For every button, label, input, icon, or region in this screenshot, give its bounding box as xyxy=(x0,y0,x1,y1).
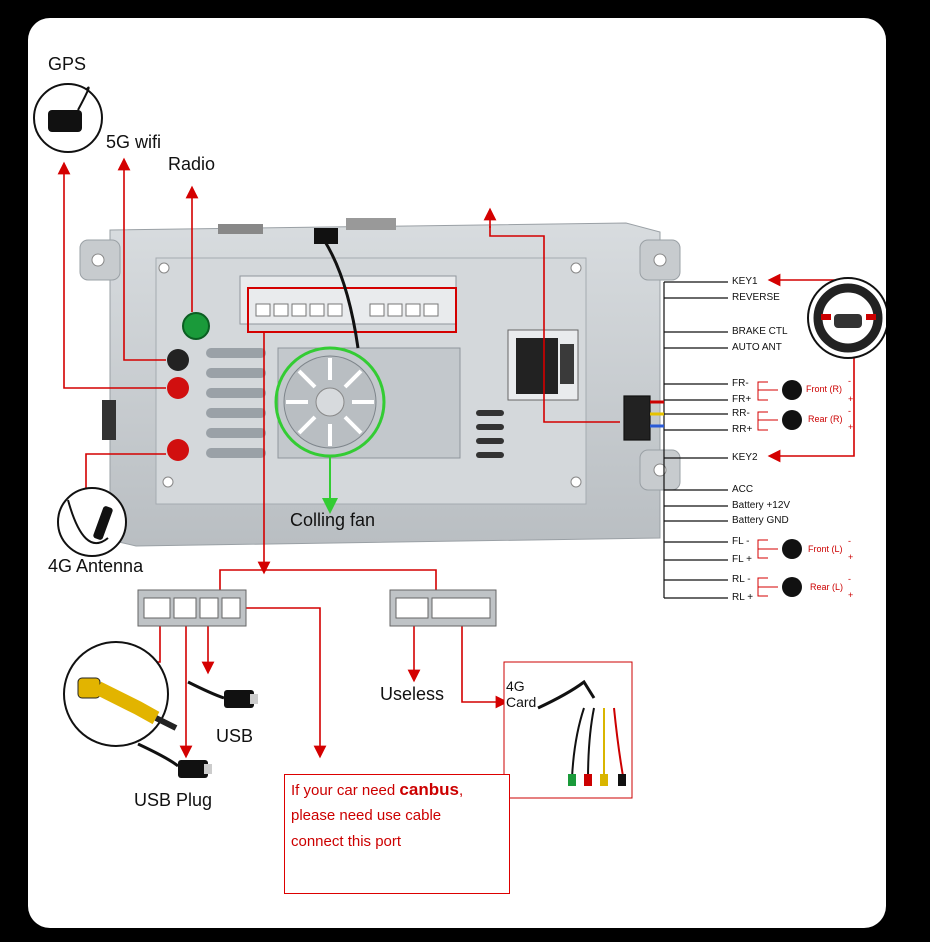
cooling-fan xyxy=(274,228,386,514)
label-card4g: 4G Card xyxy=(506,678,537,710)
wire-rr-minus: RR- xyxy=(732,408,750,419)
wifi-port xyxy=(167,349,189,371)
wire-fr-plus: FR+ xyxy=(732,394,752,405)
gps-port xyxy=(167,377,189,399)
label-usb-plug: USB Plug xyxy=(134,790,213,810)
antenna-ports xyxy=(167,312,210,461)
speaker-front-r: Front (R) xyxy=(806,384,842,394)
speaker-rear-l: Rear (L) xyxy=(810,582,844,592)
wire-brake: BRAKE CTL xyxy=(732,326,788,337)
gps-antenna-image xyxy=(33,83,103,153)
wire-rl-plus: RL + xyxy=(732,592,754,603)
speaker-rear-r: Rear (R) xyxy=(808,414,843,424)
speaker-front-r-minus: - xyxy=(848,376,851,386)
wire-harness xyxy=(623,281,728,599)
bottom-connector-right xyxy=(389,589,497,627)
card4g-box xyxy=(503,661,633,799)
wiring-diagram: ! ! ! xyxy=(33,83,886,871)
steering-wheel-image xyxy=(807,277,886,359)
wire-auto-ant: AUTO ANT xyxy=(732,342,782,353)
note-canbus-word: canbus xyxy=(399,780,459,799)
speaker-front-l: Front (L) xyxy=(808,544,843,554)
wire-fl-minus: FL - xyxy=(732,536,750,547)
rca-cable-image xyxy=(63,641,178,747)
label-useless: Useless xyxy=(380,684,445,704)
antenna4g-image xyxy=(57,487,127,557)
speaker-front-l-plus: + xyxy=(848,552,854,562)
wire-fl-plus: FL + xyxy=(732,554,752,565)
speaker-front-r-plus: + xyxy=(848,394,854,404)
wire-fr-minus: FR- xyxy=(732,378,749,389)
speaker-front-l-minus: - xyxy=(848,536,851,546)
label-fan: Colling fan xyxy=(290,510,376,530)
speaker-rear-r-minus: - xyxy=(848,406,851,416)
wire-battery12: Battery +12V xyxy=(732,500,791,511)
note-line3: connect this port xyxy=(291,833,402,850)
note-line2: please need use cable xyxy=(291,807,442,824)
diagram-canvas: ! ! ! GPS 5G wifi Radio 4G Antenna Colli… xyxy=(28,18,886,928)
label-wifi: 5G wifi xyxy=(106,132,162,152)
speakers xyxy=(782,380,802,597)
usb-plug-cable-image xyxy=(137,742,212,778)
wire-reverse: REVERSE xyxy=(732,292,780,303)
label-usb: USB xyxy=(216,726,254,746)
label-antenna4g: 4G Antenna xyxy=(48,556,144,576)
speaker-rear-r-plus: + xyxy=(848,422,854,432)
canbus-note: If your car need canbus, please need use… xyxy=(284,774,510,894)
note-line1-suffix: , xyxy=(458,782,464,799)
wire-key2: KEY2 xyxy=(732,452,758,463)
wire-rl-minus: RL - xyxy=(732,574,751,585)
label-gps: GPS xyxy=(48,54,87,74)
wire-rr-plus: RR+ xyxy=(732,424,753,435)
wire-key1: KEY1 xyxy=(732,276,758,287)
wire-acc: ACC xyxy=(732,484,754,495)
note-line1-prefix: If your car need xyxy=(291,782,400,799)
antenna4g-port xyxy=(167,439,189,461)
usb-cable-image xyxy=(187,680,258,708)
note-line1: If your car need canbus, xyxy=(291,777,463,804)
label-radio: Radio xyxy=(168,154,216,174)
radio-port xyxy=(182,312,210,340)
bottom-connector-left xyxy=(137,589,247,627)
speaker-rear-l-minus: - xyxy=(848,574,851,584)
wire-battery-gnd: Battery GND xyxy=(732,515,789,526)
speaker-rear-l-plus: + xyxy=(848,590,854,600)
